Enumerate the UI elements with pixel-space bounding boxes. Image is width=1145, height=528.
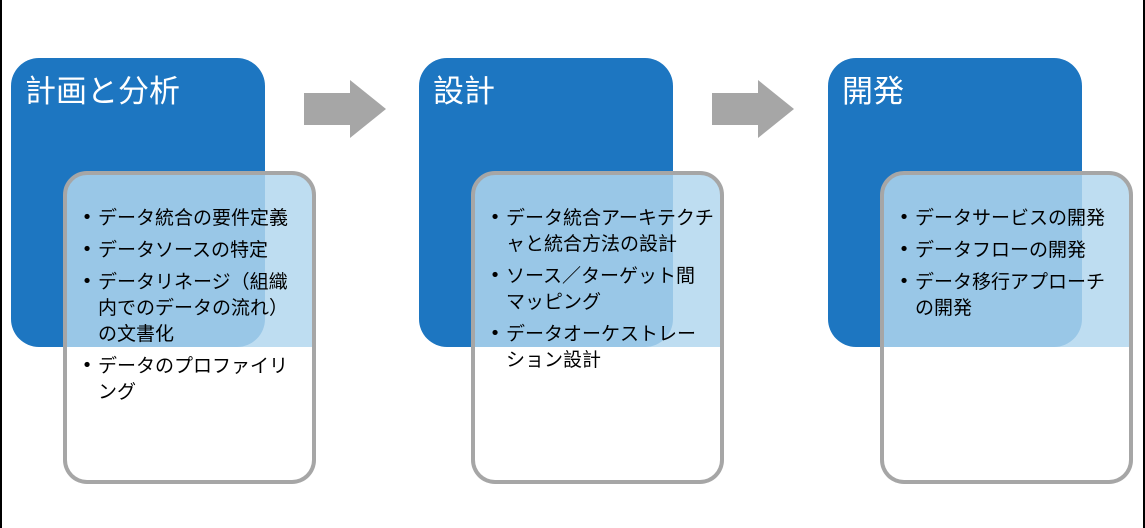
stage-item-text: データ移行アプローチの開発 xyxy=(915,271,1106,319)
bullet-icon: • xyxy=(81,239,93,260)
stage-detail-box: •データ統合アーキテクチャと統合方法の設計 •ソース／ターゲット間マッピング •… xyxy=(471,171,724,484)
bullet-icon: • xyxy=(898,239,910,260)
stage-planning-analysis: 計画と分析 •データ統合の要件定義 •データソースの特定 •データリネージ（組織… xyxy=(0,0,330,528)
stage-item: •データ移行アプローチの開発 xyxy=(896,269,1123,321)
stage-item-text: データサービスの開発 xyxy=(915,207,1106,229)
bullet-icon: • xyxy=(898,207,910,228)
bullet-icon: • xyxy=(81,271,93,292)
stage-title: 計画と分析 xyxy=(25,74,180,110)
bullet-icon: • xyxy=(81,207,93,228)
frame-left-edge xyxy=(0,0,2,528)
bullet-icon: • xyxy=(489,323,501,344)
stage-item-text: ソース／ターゲット間マッピング xyxy=(506,265,696,313)
stage-item-list: •データ統合アーキテクチャと統合方法の設計 •ソース／ターゲット間マッピング •… xyxy=(487,205,714,379)
stage-detail-box: •データ統合の要件定義 •データソースの特定 •データリネージ（組織内でのデータ… xyxy=(63,171,316,484)
bullet-icon: • xyxy=(489,207,501,228)
stage-title: 開発 xyxy=(842,74,904,110)
right-arrow-icon xyxy=(712,80,794,138)
stage-title: 設計 xyxy=(433,74,495,110)
stage-item-text: データリネージ（組織内でのデータの流れ）の文書化 xyxy=(98,271,289,345)
stage-item-text: データフローの開発 xyxy=(915,239,1087,261)
stage-item-list: •データサービスの開発 •データフローの開発 •データ移行アプローチの開発 xyxy=(896,205,1123,327)
stage-item: •データフローの開発 xyxy=(896,237,1123,263)
right-arrow-icon xyxy=(304,80,386,138)
stage-development: 開発 •データサービスの開発 •データフローの開発 •データ移行アプローチの開発 xyxy=(817,0,1145,528)
stage-item: •ソース／ターゲット間マッピング xyxy=(487,263,714,315)
stage-item-text: データのプロファイリング xyxy=(98,355,289,403)
stage-item-list: •データ統合の要件定義 •データソースの特定 •データリネージ（組織内でのデータ… xyxy=(79,205,306,411)
stage-item: •データのプロファイリング xyxy=(79,353,306,405)
bullet-icon: • xyxy=(489,265,501,286)
stage-design: 設計 •データ統合アーキテクチャと統合方法の設計 •ソース／ターゲット間マッピン… xyxy=(408,0,738,528)
stage-item-text: データ統合アーキテクチャと統合方法の設計 xyxy=(506,207,714,255)
bullet-icon: • xyxy=(898,271,910,292)
stage-item: •データオーケストレーション設計 xyxy=(487,321,714,373)
stage-item: •データソースの特定 xyxy=(79,237,306,263)
frame-right-edge xyxy=(1143,0,1145,528)
stage-item-text: データソースの特定 xyxy=(98,239,269,261)
stage-item: •データサービスの開発 xyxy=(896,205,1123,231)
stage-item-text: データ統合の要件定義 xyxy=(98,207,289,229)
stage-detail-box: •データサービスの開発 •データフローの開発 •データ移行アプローチの開発 xyxy=(880,171,1133,484)
stage-item: •データリネージ（組織内でのデータの流れ）の文書化 xyxy=(79,269,306,347)
stage-item-text: データオーケストレーション設計 xyxy=(506,323,697,371)
bullet-icon: • xyxy=(81,355,93,376)
stage-item: •データ統合アーキテクチャと統合方法の設計 xyxy=(487,205,714,257)
stage-item: •データ統合の要件定義 xyxy=(79,205,306,231)
